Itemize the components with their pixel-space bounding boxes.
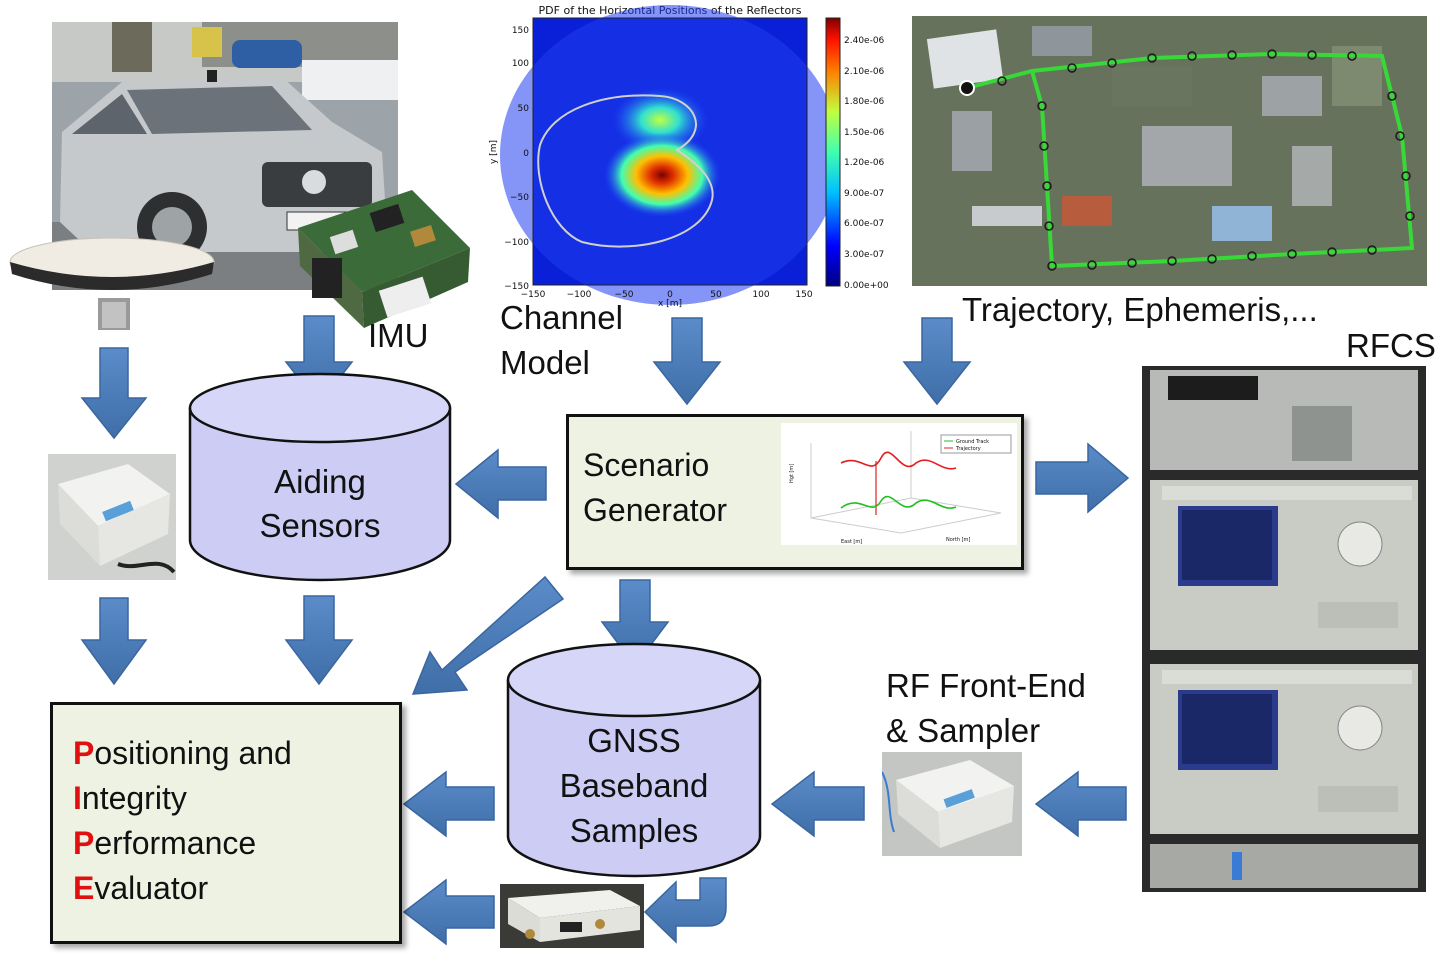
- gnss-receiver-photo: [48, 454, 176, 580]
- gnss-line-3: Samples: [569, 812, 699, 849]
- arrow-trajectory-down: [902, 317, 972, 406]
- gnss-samples-label: GNSS Baseband Samples: [506, 718, 762, 853]
- rf-frontend-line-2: & Sampler: [886, 711, 1041, 749]
- arrow-rfcs-to-frontend: [1034, 770, 1127, 838]
- svg-text:50: 50: [518, 104, 530, 114]
- arrow-scenario-to-piper: [411, 575, 565, 695]
- heatmap-yticks: 150 100 50 0 −50 −100 −150: [504, 26, 529, 292]
- svg-text:2.10e-06: 2.10e-06: [844, 67, 885, 77]
- reflector-contour: [537, 94, 714, 248]
- heatmap-ylabel: y [m]: [489, 140, 499, 164]
- trajectory-label: Trajectory, Ephemeris,...: [962, 291, 1318, 328]
- scenario-generator-label: Scenario Generator: [583, 443, 783, 533]
- rfcs-label: RFCS: [1346, 327, 1436, 364]
- arrow-antenna-down: [80, 347, 148, 440]
- rf-frontend-label: RF Front-End & Sampler: [886, 664, 1086, 753]
- arrow-samples-to-piper: [402, 770, 495, 838]
- scenario-line-2: Generator: [583, 492, 728, 528]
- svg-text:0: 0: [667, 290, 673, 300]
- piper-line-positioning: Positioning and: [73, 735, 292, 771]
- heatmap-xlabel: x [m]: [658, 299, 682, 309]
- imu-label: IMU: [368, 317, 429, 354]
- svg-text:6.00e-07: 6.00e-07: [844, 219, 884, 229]
- rf-frontend-photo: [882, 752, 1022, 856]
- svg-text:North [m]: North [m]: [946, 537, 970, 543]
- trajectory-path: [966, 51, 1415, 269]
- svg-text:100: 100: [512, 59, 529, 69]
- colorbar-ticks: 2.40e-06 2.10e-06 1.80e-06 1.50e-06 1.20…: [844, 36, 889, 291]
- aiding-line-1: Aiding: [274, 463, 366, 500]
- arrow-aiding-down: [284, 595, 354, 686]
- svg-text:3.00e-07: 3.00e-07: [844, 250, 884, 260]
- rfcs-simulator-rack-photo: [1142, 366, 1426, 892]
- svg-text:50: 50: [710, 290, 722, 300]
- svg-text:−150: −150: [504, 282, 529, 292]
- gnss-line-2: Baseband: [559, 767, 709, 804]
- heatmap-xticks: −150 −100 −50 0 50 100 150: [521, 290, 813, 300]
- svg-text:−50: −50: [510, 193, 529, 203]
- svg-text:150: 150: [512, 26, 529, 36]
- svg-text:Trajectory: Trajectory: [955, 446, 981, 452]
- gnss-samples-cylinder: [506, 642, 762, 878]
- aiding-sensors-label: Aiding Sensors: [188, 460, 452, 548]
- heatmap-colorbar: [825, 17, 841, 287]
- svg-text:100: 100: [752, 290, 769, 300]
- scenario-line-1: Scenario: [583, 447, 710, 483]
- svg-text:0.00e+00: 0.00e+00: [844, 281, 889, 291]
- channel-model-line-2: Model: [500, 343, 590, 381]
- gnss-line-1: GNSS: [587, 722, 681, 759]
- arrow-scenario-to-aiding: [454, 448, 547, 520]
- gnss-antenna-photo: [6, 232, 218, 332]
- svg-text:150: 150: [795, 290, 812, 300]
- aerial-trajectory-map: [912, 16, 1427, 286]
- arrow-receiver-down: [80, 597, 148, 686]
- piper-line-performance: Performance: [73, 825, 257, 861]
- piper-label: Positioning and Integrity Performance Ev…: [73, 731, 292, 911]
- piper-line-evaluator: Evaluator: [73, 870, 209, 906]
- svg-text:1.80e-06: 1.80e-06: [844, 97, 885, 107]
- scenario-generator-box: Scenario Generator Ground Track Trajecto…: [566, 414, 1024, 570]
- arrow-frontend-to-samples: [770, 770, 865, 838]
- svg-text:9.00e-07: 9.00e-07: [844, 189, 884, 199]
- arrow-recorder-to-piper: [402, 878, 495, 946]
- channel-model-line-1: Channel: [500, 299, 623, 336]
- arrow-scenario-to-rfcs: [1035, 442, 1130, 514]
- svg-text:−100: −100: [567, 290, 592, 300]
- channel-model-label: Channel Model: [500, 296, 623, 385]
- aiding-line-2: Sensors: [259, 507, 381, 544]
- svg-text:2.40e-06: 2.40e-06: [844, 36, 885, 46]
- sample-recorder-photo: [500, 884, 644, 948]
- svg-text:Hgt [m]: Hgt [m]: [789, 464, 795, 483]
- svg-text:1.50e-06: 1.50e-06: [844, 128, 885, 138]
- piper-evaluator-box: Positioning and Integrity Performance Ev…: [50, 702, 402, 944]
- start-marker: [959, 80, 975, 96]
- svg-text:0: 0: [523, 149, 529, 159]
- rf-frontend-line-1: RF Front-End: [886, 667, 1086, 704]
- arrow-samples-to-recorder: [643, 877, 727, 944]
- scenario-trajectory-plot: Ground Track Trajectory East [m] North […: [781, 423, 1017, 545]
- aiding-sensors-cylinder: [188, 372, 452, 582]
- piper-line-integrity: Integrity: [73, 780, 187, 816]
- svg-text:1.20e-06: 1.20e-06: [844, 158, 885, 168]
- channel-model-heatmap: PDF of the Horizontal Positions of the R…: [489, 4, 889, 309]
- svg-text:Ground Track: Ground Track: [956, 439, 989, 445]
- svg-text:−100: −100: [504, 238, 529, 248]
- imu-photo: [292, 188, 474, 330]
- vehicle-photo: [52, 22, 398, 290]
- svg-text:East [m]: East [m]: [841, 539, 862, 545]
- svg-text:−150: −150: [521, 290, 546, 300]
- svg-text:−50: −50: [615, 290, 634, 300]
- arrow-channel-down: [652, 317, 722, 406]
